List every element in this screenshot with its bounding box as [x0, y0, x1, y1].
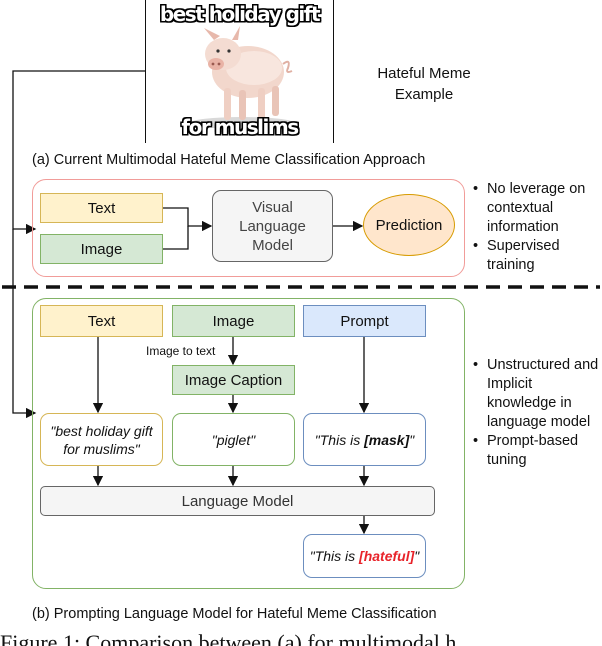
figure-caption: Figure 1: Comparison between (a) for mul… — [0, 631, 457, 646]
a-text-to-vlm — [163, 207, 213, 232]
b-result-output: "This is [hateful]" — [303, 534, 426, 578]
prompt-output-prefix: "This is — [314, 431, 365, 448]
prompt-output-suffix: " — [409, 431, 415, 448]
b-note-2: Prompt-based tuning — [473, 432, 602, 470]
a-vlm-box: Visual Language Model — [212, 190, 333, 262]
b-prompt-output: "This is [mask]" — [303, 413, 426, 466]
section-a-caption: (a) Current Multimodal Hateful Meme Clas… — [32, 152, 426, 168]
a-prediction-box: Prediction — [363, 194, 455, 256]
a-image-box: Image — [40, 234, 163, 264]
section-a-notes: No leverage on contextual information Su… — [473, 180, 598, 275]
a-note-1: No leverage on contextual information — [473, 180, 598, 237]
meme-top-text: best holiday gift — [159, 2, 321, 26]
meme-image: best holiday gift for muslims — [145, 0, 334, 143]
meme-to-a-connector — [12, 70, 145, 235]
a-image-to-vlm — [163, 226, 189, 250]
section-b-notes: Unstructured and Implicit knowledge in l… — [473, 356, 602, 470]
b-language-model-box: Language Model — [40, 486, 435, 516]
meme-label: Hateful Meme Example — [377, 65, 471, 103]
result-suffix: " — [414, 548, 420, 564]
section-b-caption: (b) Prompting Language Model for Hateful… — [32, 606, 437, 622]
a-text-box: Text — [40, 193, 163, 223]
b-image-box: Image — [172, 305, 295, 337]
meme-to-b-connector — [12, 229, 37, 419]
b-caption-output: "piglet" — [172, 413, 295, 466]
result-prefix: "This is — [309, 548, 360, 564]
b-image-caption-box: Image Caption — [172, 365, 295, 395]
b-prompt-box: Prompt — [303, 305, 426, 337]
image-to-text-label: Image to text — [146, 344, 216, 358]
result-label: [hateful] — [359, 548, 415, 564]
a-note-2: Supervised training — [473, 237, 598, 275]
figure-caption-clip: Figure 1: Comparison between (a) for mul… — [0, 631, 602, 646]
section-a-container — [32, 179, 465, 277]
section-b-container — [32, 298, 465, 589]
prompt-output-mask: [mask] — [364, 431, 410, 448]
meme-bottom-text: for muslims — [181, 115, 299, 139]
piglet-icon — [190, 26, 294, 129]
b-text-output: "best holiday gift for muslims" — [40, 413, 163, 466]
b-note-1: Unstructured and Implicit knowledge in l… — [473, 356, 602, 432]
b-text-box: Text — [40, 305, 163, 337]
